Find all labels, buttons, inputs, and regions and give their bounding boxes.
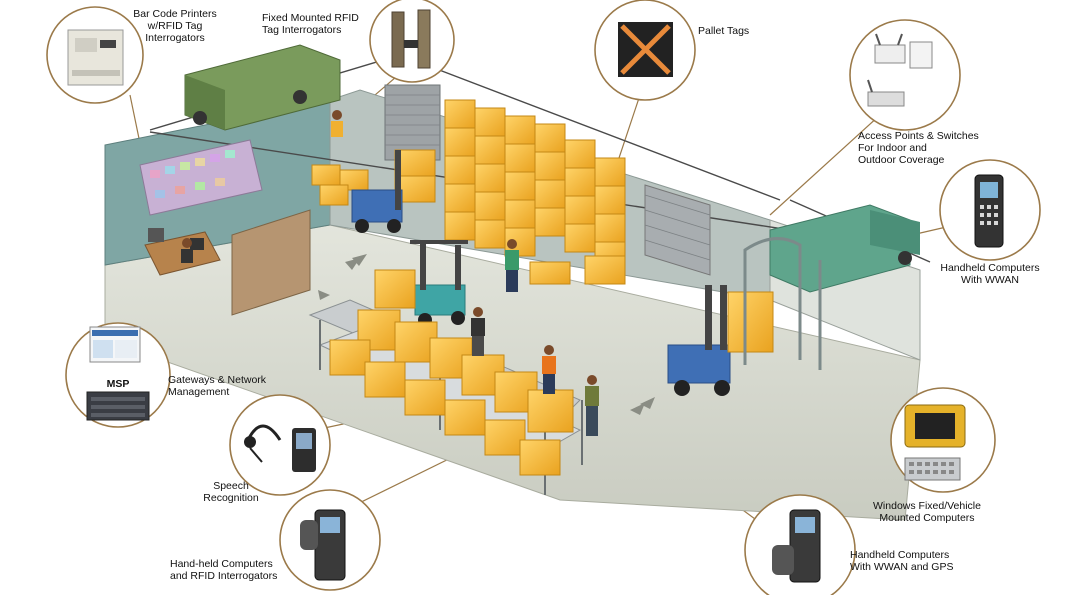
label-pallet-tags: Pallet Tags [698,25,750,37]
gateway-server-icon [86,326,150,421]
floor-arrows [318,254,655,415]
forklift-front [667,285,774,396]
label-handheld-wwan: Handheld Computers With WWAN [940,262,1040,286]
callout-circle-access-points [849,19,961,131]
label-handheld-gps: Handheld Computers With WWAN and GPS [850,549,954,573]
shelf-unit [139,139,263,216]
boxes-back-left [311,149,571,285]
conveyor-boxes [329,269,574,476]
label-barcode-printers: Bar Code Printers w/RFID Tag Interrogato… [133,8,217,44]
handheld-wwan-icon [974,174,1004,248]
label-gateways: Gateways & Network Management [168,374,267,398]
partition-wall [231,209,311,316]
label-speech: Speech Recognition [203,480,259,504]
label-vehicle-computers: Windows Fixed/Vehicle Mounted Computers [873,500,981,524]
label-access-points: Access Points & Switches For Indoor and … [858,130,979,166]
label-msp: MSP [106,378,130,390]
shelf-bins [150,150,235,198]
headset-icon [244,424,316,472]
forklift-back [351,150,403,233]
barcode-printer-icon [67,29,124,86]
pallet-tag-icon [618,22,673,77]
label-handheld-rfid: Hand-held Computers and RFID Interrogato… [170,558,278,582]
label-fixed-rfid: Fixed Mounted RFID Tag Interrogators [262,12,359,36]
vehicle-computer-icon [904,404,966,481]
loading-door-back [384,84,441,161]
office-monitor [190,238,204,250]
rfid-portal [743,237,822,370]
workers [181,110,599,436]
rfid-handheld-icon [300,509,346,581]
handheld-gps-icon [772,509,821,583]
rfid-reader-icon [391,9,431,69]
pallet-stack [444,99,626,285]
access-point-icon [867,33,933,107]
loading-door-right [644,184,711,276]
truck-right [769,204,920,293]
truck-back [184,44,341,131]
